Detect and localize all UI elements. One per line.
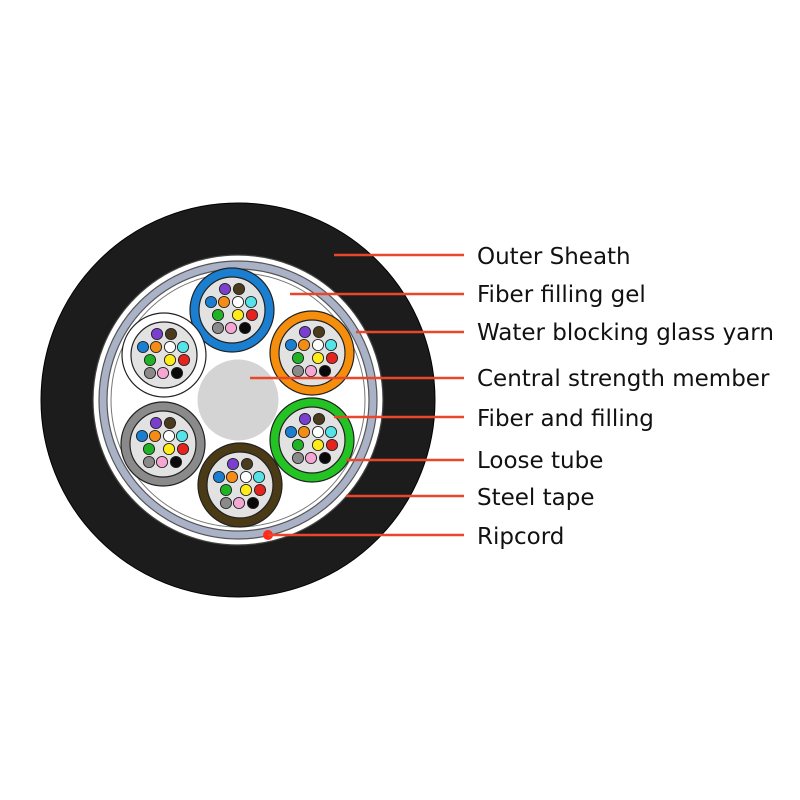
fiber <box>238 321 252 335</box>
fiber <box>297 425 311 439</box>
fiber <box>291 438 305 452</box>
fiber <box>162 429 176 443</box>
fiber <box>246 496 260 510</box>
fiber <box>169 455 183 469</box>
fiber <box>142 442 156 456</box>
fiber <box>136 340 150 354</box>
fiber <box>231 295 245 309</box>
loose-tube-green-icon <box>269 397 355 483</box>
fiber <box>170 366 184 380</box>
label-water-blocking-glass-yarn: Water blocking glass yarn <box>477 320 774 346</box>
fiber <box>232 496 246 510</box>
fiber <box>253 483 267 497</box>
fiber <box>311 351 325 365</box>
loose-tube-brown-icon <box>197 442 283 528</box>
fiber <box>163 416 177 430</box>
fiber <box>297 338 311 352</box>
fiber <box>217 295 231 309</box>
fiber <box>211 308 225 322</box>
fiber <box>149 416 163 430</box>
label-outer-sheath: Outer Sheath <box>477 244 631 270</box>
fiber <box>324 425 338 439</box>
fiber <box>224 321 238 335</box>
label-steel-tape: Steel tape <box>477 485 594 511</box>
fiber <box>162 442 176 456</box>
fiber <box>311 338 325 352</box>
fiber <box>244 295 258 309</box>
label-fiber-and-filling: Fiber and filling <box>477 406 654 432</box>
fiber <box>324 338 338 352</box>
fiber <box>304 451 318 465</box>
fiber <box>231 308 245 322</box>
fiber <box>176 340 190 354</box>
fiber <box>176 442 190 456</box>
fiber <box>156 366 170 380</box>
loose-tube-gray-icon <box>120 401 206 487</box>
fiber <box>252 470 266 484</box>
fiber <box>226 457 240 471</box>
fiber <box>284 338 298 352</box>
fiber <box>291 451 305 465</box>
fiber <box>150 327 164 341</box>
fiber <box>239 470 253 484</box>
fiber <box>163 340 177 354</box>
fiber <box>219 483 233 497</box>
fiber <box>239 483 253 497</box>
fiber <box>143 353 157 367</box>
fiber <box>304 364 318 378</box>
fiber <box>163 353 177 367</box>
fiber <box>291 364 305 378</box>
fiber <box>325 351 339 365</box>
fiber <box>245 308 259 322</box>
fiber <box>164 327 178 341</box>
fiber <box>175 429 189 443</box>
fiber <box>240 457 254 471</box>
fiber <box>149 340 163 354</box>
label-loose-tube: Loose tube <box>477 448 603 474</box>
label-ripcord: Ripcord <box>477 524 564 550</box>
leader-lines <box>250 253 464 537</box>
fiber <box>143 366 157 380</box>
fiber <box>135 429 149 443</box>
loose-tube-orange-icon <box>269 310 355 396</box>
fiber <box>211 321 225 335</box>
fiber <box>318 364 332 378</box>
fiber <box>212 470 226 484</box>
fiber <box>219 496 233 510</box>
loose-tube-blue-icon <box>189 267 275 353</box>
fiber <box>142 455 156 469</box>
fiber <box>291 351 305 365</box>
fiber <box>325 438 339 452</box>
fiber <box>218 282 232 296</box>
fiber <box>232 282 246 296</box>
fiber <box>204 295 218 309</box>
fiber <box>312 412 326 426</box>
fiber <box>284 425 298 439</box>
fiber <box>311 438 325 452</box>
fiber <box>298 325 312 339</box>
loose-tube-white-icon <box>121 312 207 398</box>
label-fiber-filling-gel: Fiber filling gel <box>477 282 646 308</box>
label-central-strength-member: Central strength member <box>477 366 770 392</box>
fiber <box>311 425 325 439</box>
fiber <box>225 470 239 484</box>
fiber <box>148 429 162 443</box>
fiber <box>318 451 332 465</box>
fiber <box>155 455 169 469</box>
central-strength-member <box>197 359 279 441</box>
fiber <box>298 412 312 426</box>
fiber <box>177 353 191 367</box>
fiber <box>312 325 326 339</box>
